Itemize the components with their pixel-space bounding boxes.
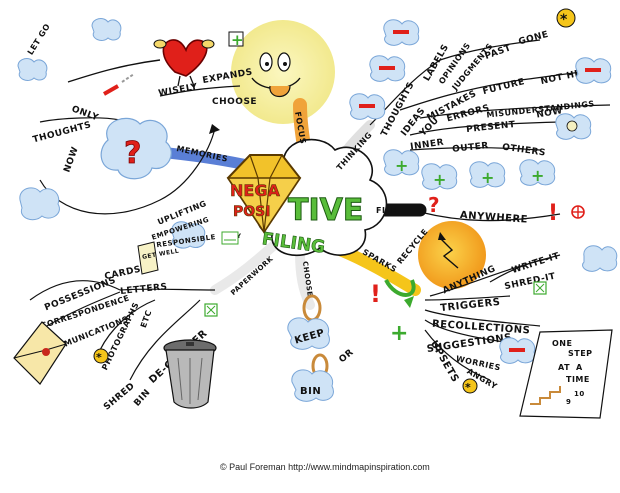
word-letters: LETTERS <box>120 282 168 297</box>
word-anywhere: ANYWHERE <box>460 210 529 226</box>
word-gone: GONE <box>518 30 550 48</box>
recycle-arrow-icon <box>384 278 416 297</box>
spark-sun <box>418 221 486 289</box>
note-line-4: A <box>576 363 583 372</box>
word-inner: INNER <box>410 138 445 153</box>
minus-icon <box>359 104 375 108</box>
svg-text:*: * <box>560 12 568 28</box>
top-sun <box>231 20 335 124</box>
word-shred: SHRED <box>102 381 137 412</box>
word-bin: BIN <box>132 388 152 409</box>
note-step-10: 10 <box>574 390 585 398</box>
plus-cloud-3: + <box>469 161 506 188</box>
note-icon-2 <box>204 303 218 317</box>
word-worries: WORRIES <box>455 354 502 372</box>
cloud-under-memory <box>171 221 206 249</box>
word-recollections: RECOLLECTIONS <box>432 319 531 337</box>
lightning-icon <box>438 232 459 269</box>
svg-text:+: + <box>231 31 244 49</box>
keep-bin-chain <box>287 294 334 402</box>
word-or: OR <box>337 348 355 366</box>
minus-cloud-2 <box>369 55 406 82</box>
word-now: NOW <box>62 145 81 173</box>
moon-cloud <box>555 113 592 140</box>
word-wisely: WISELY <box>158 82 199 99</box>
note-line-1: ONE <box>552 339 572 348</box>
note-line-2: STEP <box>568 349 593 358</box>
asterisk-icon: * <box>556 8 576 28</box>
exclaim-icon: ! <box>370 280 381 308</box>
minus-icon <box>509 348 525 352</box>
word-thoughts-left: THOUGHTS <box>32 120 93 145</box>
plus-cloud-2: + <box>421 163 458 190</box>
question-icon: ? <box>124 136 141 171</box>
word-present: PRESENT <box>466 120 517 135</box>
smiling-face-icon <box>251 52 301 98</box>
word-cards: CARDS <box>104 265 142 282</box>
plus-cloud-4: + <box>519 159 556 186</box>
branch-choose <box>295 247 315 310</box>
minus-icon <box>393 30 409 34</box>
minus-cloud-4 <box>575 57 612 84</box>
word-let-go: LET GO <box>26 22 52 57</box>
cloud-left <box>19 187 60 221</box>
question-icon: ? <box>428 193 440 217</box>
word-choose: CHOOSE <box>212 97 257 107</box>
note-line-3: AT <box>558 363 570 372</box>
branch-paperwork <box>210 235 285 295</box>
why-note-icon <box>221 231 239 245</box>
word-shred-it: SHRED-IT <box>504 272 557 293</box>
word-outer: OUTER <box>452 141 490 155</box>
word-bin-choice: BIN <box>300 386 321 397</box>
spiral-cloud <box>582 245 618 272</box>
title-tive: TIVE <box>288 193 363 228</box>
minus-icon <box>379 66 395 70</box>
minus-cloud-5 <box>499 337 536 364</box>
question-cloud: ? <box>100 117 172 180</box>
plus-icon: + <box>395 156 408 175</box>
heart-icon <box>153 39 215 87</box>
word-future: FUTURE <box>482 77 526 97</box>
minus-cloud-1 <box>383 19 420 46</box>
word-now-right: NOW <box>536 106 564 120</box>
diamond-icon <box>226 154 302 234</box>
svg-text:*: * <box>465 381 471 394</box>
minus-icon <box>585 68 601 72</box>
plus-cloud-1: + <box>383 149 420 176</box>
plus-icon: + <box>228 31 244 49</box>
note-step-9: 9 <box>566 398 571 406</box>
title-posi: POSI <box>233 204 270 220</box>
title-nega: NEGA <box>230 181 280 200</box>
word-etc: ETC <box>139 309 154 329</box>
note-icon <box>533 281 547 295</box>
minus-cloud-3 <box>349 93 386 120</box>
cloud-top-left-1 <box>17 58 48 81</box>
cloud-top-left-2 <box>91 18 122 41</box>
branch-label-file: FILE <box>376 206 397 215</box>
plus-icon: + <box>433 170 446 189</box>
svg-text:*: * <box>96 351 102 364</box>
minus-icon <box>103 84 119 96</box>
plus-icon: + <box>531 166 544 185</box>
one-step-note: ONE STEP AT A TIME 9 10 <box>519 329 613 419</box>
asterisk-icon-3: * <box>93 348 109 364</box>
footer-credit: © Paul Foreman http://www.mindmapinspira… <box>220 462 430 472</box>
asterisk-icon-2: * <box>462 378 478 394</box>
envelope-icon <box>13 321 67 385</box>
trash-bin-icon <box>163 339 217 409</box>
plus-icon: + <box>390 321 408 346</box>
plus-icon: + <box>481 168 494 187</box>
word-others: OTHERS <box>501 143 546 159</box>
note-line-5: TIME <box>566 375 590 384</box>
exclaim-icon: ! <box>548 201 558 226</box>
